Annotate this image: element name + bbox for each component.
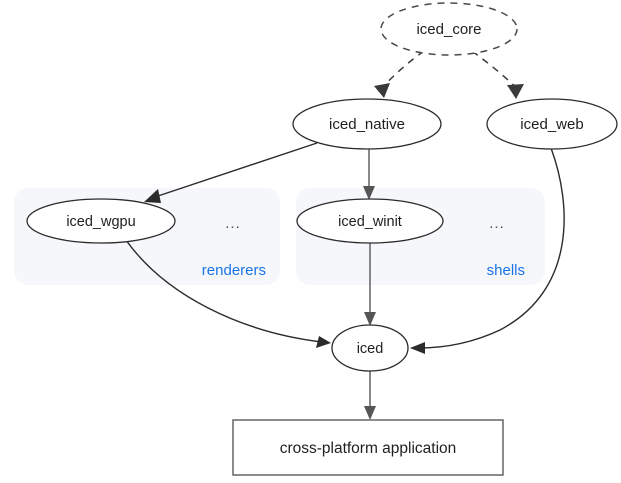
node-iced-winit-shape[interactable] xyxy=(296,198,444,244)
cluster-shells-label: shells xyxy=(487,262,525,279)
cluster-renderers-label: renderers xyxy=(202,262,266,279)
edge-iced-web-to-iced xyxy=(410,147,565,354)
node-application-shape[interactable] xyxy=(232,419,504,476)
node-iced-wgpu[interactable]: iced_wgpu xyxy=(26,198,176,244)
shells-ellipsis-label: ... xyxy=(489,215,505,232)
node-iced-wgpu-shape[interactable] xyxy=(26,198,176,244)
node-iced-web[interactable]: iced_web xyxy=(486,98,618,150)
node-application[interactable]: cross-platform application xyxy=(232,419,504,476)
edge-iced-winit-to-iced xyxy=(364,243,376,326)
node-iced-native-shape[interactable] xyxy=(292,98,442,150)
node-iced-core-shape[interactable] xyxy=(380,2,518,56)
node-iced[interactable]: iced xyxy=(331,324,409,372)
node-iced-core-label: iced_core xyxy=(416,21,481,38)
node-iced-web-shape[interactable] xyxy=(486,98,618,150)
node-iced-core[interactable]: iced_core xyxy=(380,2,518,56)
edge-iced-core-to-iced-web xyxy=(471,50,524,99)
node-iced-native-label: iced_native xyxy=(329,116,405,133)
renderers-ellipsis-label: ... xyxy=(225,215,241,232)
node-iced-wgpu-label: iced_wgpu xyxy=(66,214,135,230)
edge-iced-core-to-iced-native xyxy=(374,50,425,98)
node-iced-winit[interactable]: iced_winit xyxy=(296,198,444,244)
node-iced-label: iced xyxy=(357,341,384,357)
edge-iced-native-to-iced-winit xyxy=(363,147,375,200)
edge-iced-wgpu-to-iced xyxy=(125,239,331,348)
edge-iced-to-application xyxy=(364,371,376,420)
node-iced-winit-label: iced_winit xyxy=(338,214,402,230)
node-application-label: cross-platform application xyxy=(280,440,457,457)
node-iced-native[interactable]: iced_native xyxy=(292,98,442,150)
node-iced-web-label: iced_web xyxy=(520,116,583,133)
edge-iced-native-to-iced-wgpu xyxy=(144,142,318,203)
node-iced-shape[interactable] xyxy=(331,324,409,372)
